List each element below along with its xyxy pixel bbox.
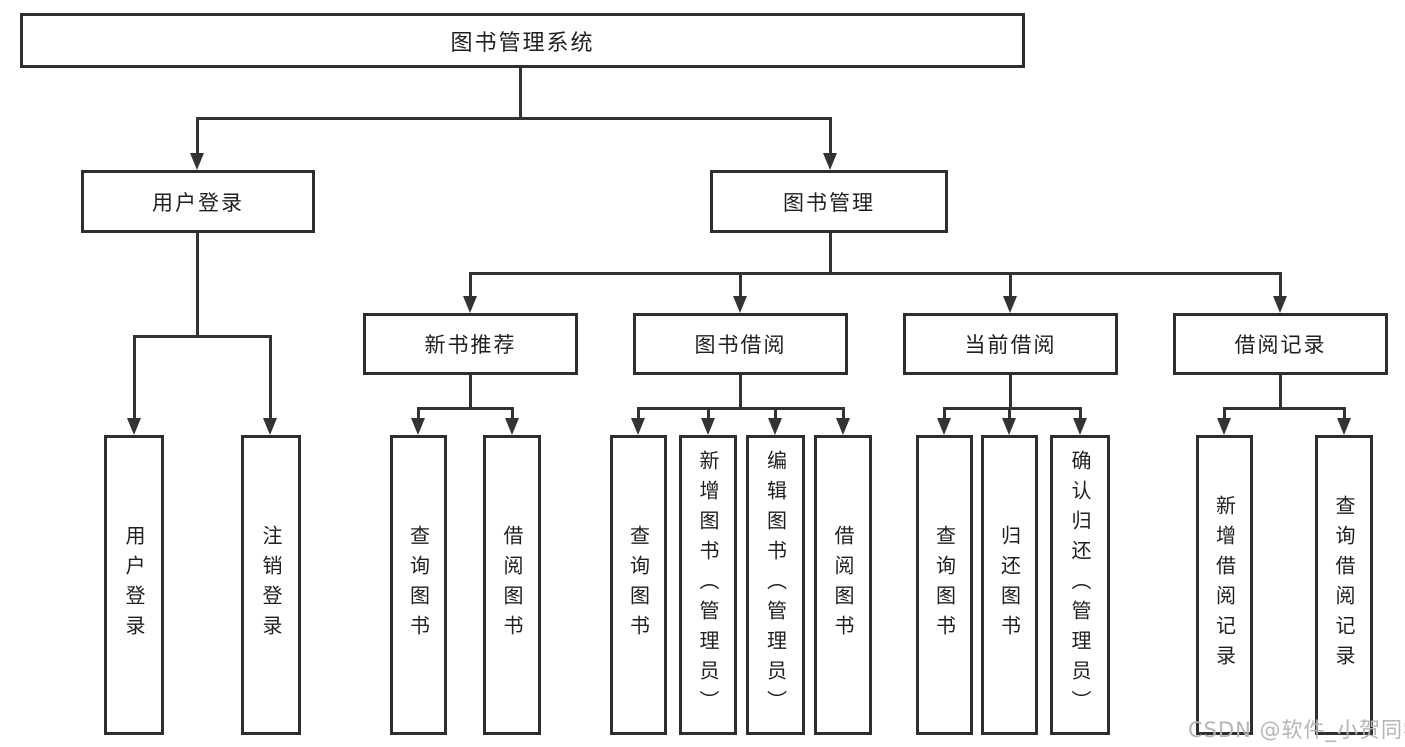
edge-segment xyxy=(707,407,710,421)
arrowhead-icon xyxy=(1073,418,1087,435)
node-label: 用户登录 xyxy=(122,525,146,645)
arrowhead-icon xyxy=(1337,418,1351,435)
arrowhead-icon xyxy=(190,153,204,170)
arrowhead-icon xyxy=(937,418,951,435)
edge-segment xyxy=(637,407,844,410)
edge-segment xyxy=(196,233,199,337)
edge-segment xyxy=(417,407,420,421)
edge-segment xyxy=(469,272,1282,275)
node-current-borrowing: 当前借阅 xyxy=(903,313,1118,375)
csdn-watermark: CSDN @软件_小贺同学 xyxy=(1188,718,1405,742)
leaf-logout: 注销登录 xyxy=(241,435,301,735)
node-label: 图书管理系统 xyxy=(450,30,595,56)
edge-segment xyxy=(1343,407,1346,421)
edge-segment xyxy=(1009,375,1012,409)
arrowhead-icon xyxy=(411,418,425,435)
edge-segment xyxy=(829,117,832,155)
node-new-book-recommendation: 新书推荐 xyxy=(363,313,578,375)
edge-segment xyxy=(469,272,472,298)
edge-segment xyxy=(842,407,845,421)
node-label: 查询图书 xyxy=(932,525,957,645)
node-label: 借阅图书 xyxy=(500,525,524,645)
leaf-query-books-recommend: 查询图书 xyxy=(390,435,447,735)
edge-segment xyxy=(196,117,832,120)
leaf-add-borrow-record: 新增借阅记录 xyxy=(1196,435,1253,735)
node-user-login: 用户登录 xyxy=(81,170,315,233)
node-label: 确认归还（管理员） xyxy=(1068,450,1092,720)
node-label: 新增借阅记录 xyxy=(1212,495,1237,675)
node-borrowing-records: 借阅记录 xyxy=(1173,313,1388,375)
arrowhead-icon xyxy=(836,418,850,435)
edge-segment xyxy=(739,375,742,409)
leaf-borrow-books-recommend: 借阅图书 xyxy=(483,435,541,735)
arrowhead-icon xyxy=(733,296,747,313)
node-label: 用户登录 xyxy=(152,190,244,215)
arrowhead-icon xyxy=(463,296,477,313)
node-label: 图书管理 xyxy=(783,190,875,215)
node-label: 借阅记录 xyxy=(1234,333,1327,357)
node-label: 新书推荐 xyxy=(424,333,517,357)
leaf-query-books-borrow: 查询图书 xyxy=(610,435,667,735)
node-label: 注销登录 xyxy=(259,525,283,645)
edge-segment xyxy=(943,407,946,421)
edge-segment xyxy=(133,335,136,421)
edge-segment xyxy=(519,68,522,118)
node-label: 当前借阅 xyxy=(964,333,1057,357)
node-label: 新增图书（管理员） xyxy=(696,450,720,720)
edge-segment xyxy=(133,335,272,338)
node-book-borrowing: 图书借阅 xyxy=(633,313,848,375)
node-label: 查询图书 xyxy=(626,525,651,645)
arrowhead-icon xyxy=(505,418,519,435)
edge-segment xyxy=(943,407,1081,410)
arrowhead-icon xyxy=(127,418,141,435)
arrowhead-icon xyxy=(823,153,837,170)
leaf-return-books: 归还图书 xyxy=(981,435,1038,735)
node-label: 图书借阅 xyxy=(694,333,787,357)
arrowhead-icon xyxy=(1003,296,1017,313)
node-library-management-system: 图书管理系统 xyxy=(20,13,1025,68)
leaf-add-books-admin: 新增图书（管理员） xyxy=(679,435,737,735)
edge-segment xyxy=(269,335,272,421)
leaf-edit-books-admin: 编辑图书（管理员） xyxy=(746,435,805,735)
node-label: 借阅图书 xyxy=(831,525,855,645)
arrowhead-icon xyxy=(701,418,715,435)
edge-segment xyxy=(1009,272,1012,298)
edge-segment xyxy=(774,407,777,421)
node-label: 编辑图书（管理员） xyxy=(763,450,788,720)
arrowhead-icon xyxy=(263,418,277,435)
node-label: 查询图书 xyxy=(406,525,431,645)
node-book-management: 图书管理 xyxy=(710,170,948,233)
edge-segment xyxy=(511,407,514,421)
arrowhead-icon xyxy=(1002,418,1016,435)
leaf-confirm-return-admin: 确认归还（管理员） xyxy=(1050,435,1110,735)
edge-segment xyxy=(637,407,640,421)
edge-segment xyxy=(1279,272,1282,298)
edge-segment xyxy=(1223,407,1226,421)
edge-segment xyxy=(1279,375,1282,409)
arrowhead-icon xyxy=(768,418,782,435)
edge-segment xyxy=(1223,407,1345,410)
arrowhead-icon xyxy=(1273,296,1287,313)
edge-segment xyxy=(1079,407,1082,421)
leaf-user-login: 用户登录 xyxy=(104,435,164,735)
leaf-query-borrow-record: 查询借阅记录 xyxy=(1315,435,1373,735)
arrowhead-icon xyxy=(1217,418,1231,435)
edge-segment xyxy=(1008,407,1011,421)
node-label: 归还图书 xyxy=(997,525,1022,645)
edge-segment xyxy=(739,272,742,298)
edge-segment xyxy=(196,117,199,155)
leaf-borrow-books: 借阅图书 xyxy=(814,435,872,735)
edge-segment xyxy=(417,407,513,410)
node-label: 查询借阅记录 xyxy=(1332,495,1356,675)
arrowhead-icon xyxy=(631,418,645,435)
edge-segment xyxy=(469,375,472,409)
leaf-query-books-current: 查询图书 xyxy=(916,435,973,735)
edge-segment xyxy=(829,233,832,274)
